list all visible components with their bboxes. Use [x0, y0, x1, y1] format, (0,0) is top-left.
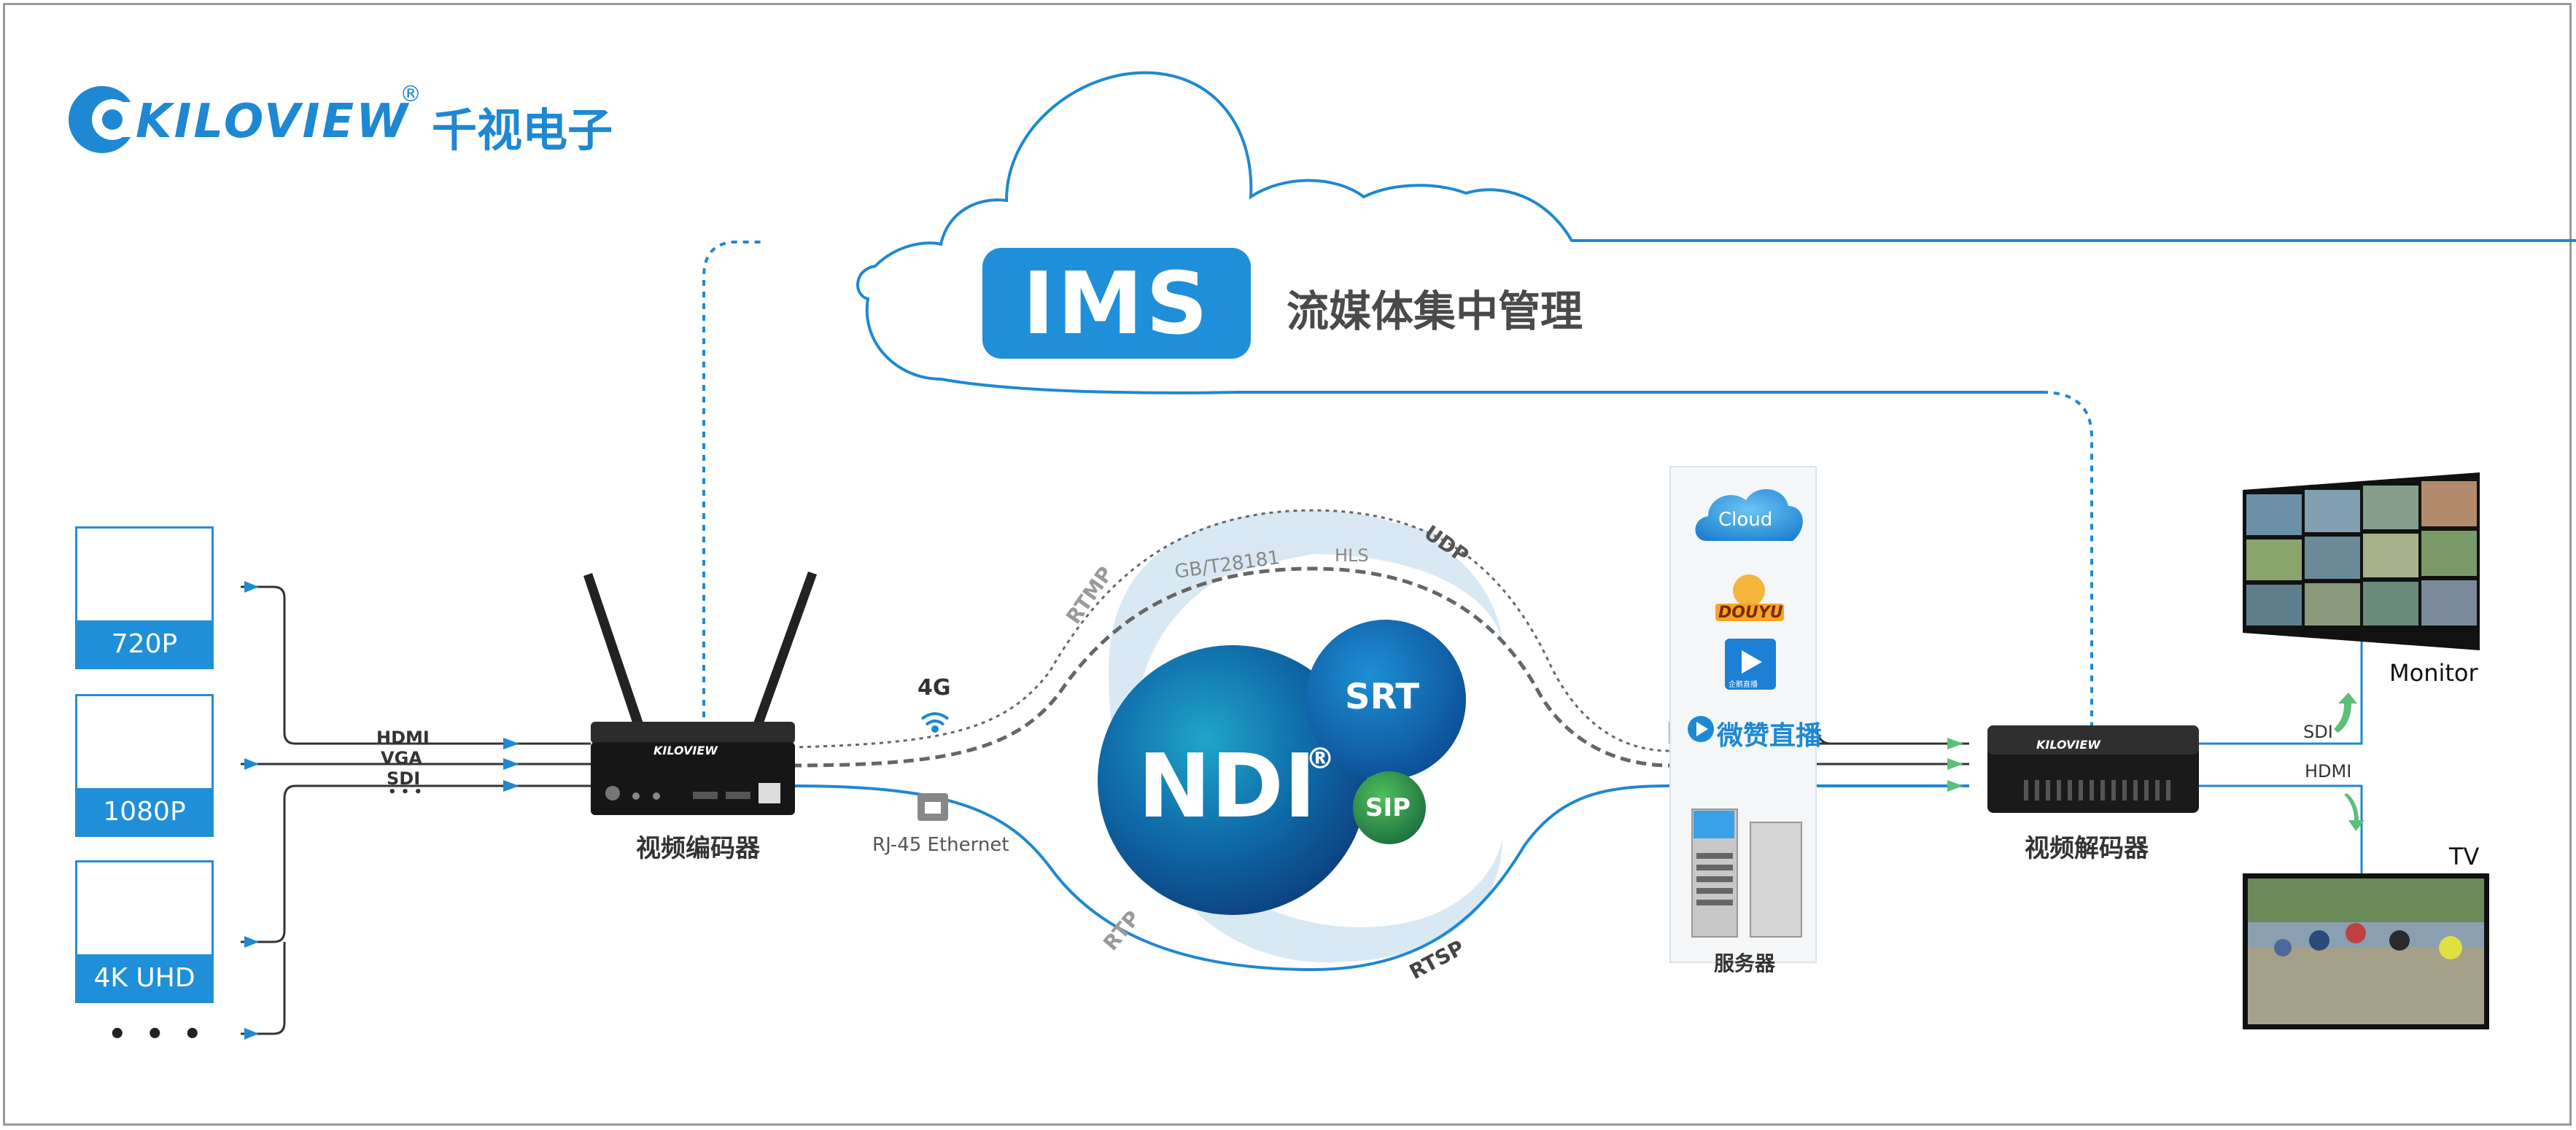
brand-name: KILOVIEW: [136, 95, 410, 149]
sip-bubble: [1353, 771, 1426, 844]
kiloview-logo-icon: [69, 86, 144, 153]
douyu-label: DOUYU: [1718, 604, 1783, 622]
ndi-text: NDI: [1138, 736, 1316, 838]
monitor-label: Monitor: [2389, 659, 2478, 687]
signal-hdmi-label: HDMI: [376, 728, 430, 748]
monitor-video-wall: [2243, 472, 2480, 650]
tencent-live-icon: [1725, 639, 1776, 690]
ethernet-port-icon: [917, 793, 948, 821]
brand-registered-mark: ®: [400, 82, 422, 107]
path-rtmp-udp: [791, 509, 1671, 752]
decoder-label: 视频解码器: [2025, 834, 2149, 863]
hdmi-output-line: [2195, 784, 2363, 875]
ims-badge: IMS: [982, 248, 1251, 359]
douyu-icon: [1715, 574, 1784, 621]
decoder-device: [1987, 725, 2199, 813]
source-1080p: 1080P: [75, 694, 214, 837]
srt-bubble: [1306, 620, 1466, 780]
source-720p: 720P: [75, 526, 214, 669]
tv-label: TV: [2449, 843, 2480, 870]
weizan-label: 微赞直播: [1717, 721, 1823, 751]
ndi-bubble: [1098, 645, 1367, 915]
path-gb-hls: [791, 566, 1671, 768]
ims-link-encoder: [702, 241, 762, 729]
weizan-icon: [1688, 716, 1714, 742]
signal-more-label: • • •: [388, 784, 423, 800]
ndi-registered: ®: [1306, 742, 1335, 776]
encoder-label: 视频编码器: [636, 834, 760, 863]
source-wiring: [241, 585, 591, 1035]
wifi-signal-icon: [920, 712, 950, 733]
ims-description: 流媒体集中管理: [1287, 287, 1583, 336]
source-4k-label: 4K UHD: [77, 954, 212, 1001]
protocol-hls: HLS: [1335, 545, 1369, 566]
encoder-brand: KILOVIEW: [653, 744, 718, 757]
encoder-device: [583, 572, 817, 815]
sdi-output-line: [2195, 642, 2363, 745]
server-icon: [1691, 808, 1802, 938]
ims-link-decoder: [2041, 391, 2093, 729]
output-sdi-label: SDI: [2303, 722, 2333, 742]
signal-sdi-label: SDI: [387, 768, 421, 789]
signal-vga-label: VGA: [381, 748, 422, 768]
source-720p-label: 720P: [77, 620, 212, 667]
brand-chinese-name: 千视电子: [432, 104, 613, 157]
source-1080p-label: 1080P: [77, 788, 212, 835]
decoder-brand: KILOVIEW: [2036, 738, 2100, 752]
signal-arrows: [244, 581, 519, 1040]
protocol-halo: [1109, 510, 1502, 962]
tencent-live-label: 企鹅直播: [1729, 681, 1758, 689]
cloud-label: Cloud: [1718, 509, 1773, 531]
cloud-icon: [1695, 489, 1803, 541]
sip-text: SIP: [1365, 793, 1411, 822]
server-label: 服务器: [1714, 951, 1776, 975]
source-4k-uhd: 4K UHD: [75, 860, 214, 1003]
path-rtp-rtsp: [791, 784, 1671, 972]
ethernet-label: RJ-45 Ethernet: [872, 834, 1009, 856]
more-sources: • • •: [108, 1018, 206, 1051]
srt-text: SRT: [1345, 677, 1420, 717]
sdi-up-arrow: [2334, 693, 2357, 733]
hdmi-down-arrow: [2344, 793, 2364, 831]
ims-cloud-outline: [856, 71, 2576, 381]
tv-screen: [2243, 873, 2489, 1029]
cellular-4g-label: 4G: [917, 675, 951, 701]
output-hdmi-label: HDMI: [2305, 761, 2352, 782]
outer-frame: [3, 3, 2572, 1126]
